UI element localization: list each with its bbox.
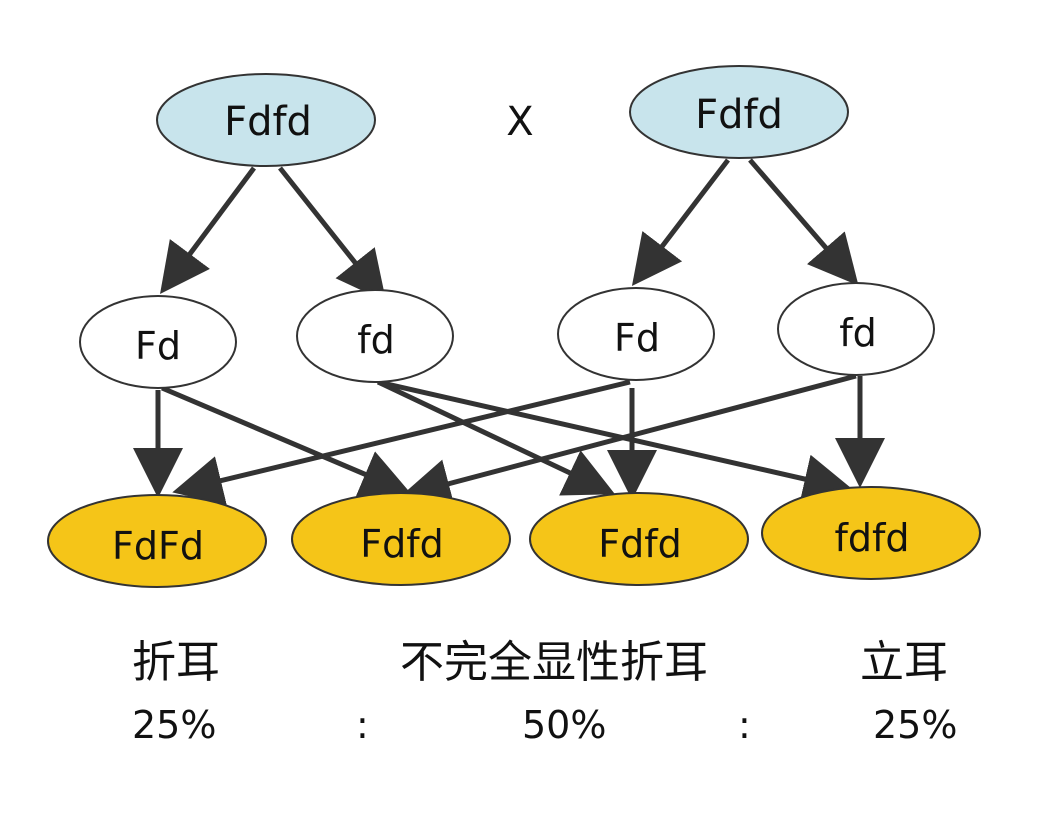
offspring-label-4: fdfd: [835, 516, 910, 560]
offspring-node-3: Fdfd: [529, 492, 749, 586]
offspring-node-2: Fdfd: [291, 492, 511, 586]
parent-right-node: Fdfd: [629, 65, 849, 159]
parent-gamete-arrows: [160, 158, 859, 302]
offspring-node-1: FdFd: [47, 494, 267, 588]
offspring-label-2: Fdfd: [360, 522, 443, 566]
arrow-left-parent-to-g2: [278, 166, 387, 302]
offspring-label-1: FdFd: [112, 524, 204, 568]
phenotype-label-folded: 折耳: [132, 637, 220, 688]
gamete-node-1: Fd: [79, 295, 237, 389]
gamete-label-4: fd: [839, 311, 877, 355]
offspring-node-4: fdfd: [761, 486, 981, 580]
phenotype-label-upright: 立耳: [860, 637, 948, 688]
gamete-label-2: fd: [357, 318, 395, 362]
arrow-right-parent-to-g3: [631, 158, 730, 286]
ratio-separator-2: :: [738, 703, 751, 747]
arrow-right-parent-to-g4: [748, 158, 859, 286]
parent-left-label: Fdfd: [224, 99, 312, 145]
gamete-label-3: Fd: [614, 316, 660, 360]
gamete-node-4: fd: [777, 282, 935, 376]
parent-right-label: Fdfd: [695, 92, 783, 138]
cross-sign: X: [506, 99, 533, 145]
gamete-label-1: Fd: [135, 324, 181, 368]
arrow-g1-to-o2: [161, 385, 412, 498]
arrow-g4-to-o2: [400, 373, 857, 508]
arrow-left-parent-to-g1: [160, 166, 257, 295]
arrow-g2-to-o3: [376, 379, 616, 496]
parent-left-node: Fdfd: [156, 73, 376, 167]
arrow-g3-to-o1: [172, 379, 631, 505]
arrow-g2-to-o4: [377, 379, 854, 504]
gamete-node-2: fd: [296, 289, 454, 383]
ratio-folded: 25%: [132, 703, 217, 747]
ratio-separator-1: :: [356, 703, 369, 747]
gamete-offspring-arrows: [133, 373, 885, 508]
ratio-incomplete-dominant: 50%: [522, 703, 607, 747]
ratio-upright: 25%: [873, 703, 958, 747]
phenotype-label-incomplete-dominant: 不完全显性折耳: [400, 637, 708, 688]
gamete-node-3: Fd: [557, 287, 715, 381]
offspring-label-3: Fdfd: [598, 522, 681, 566]
